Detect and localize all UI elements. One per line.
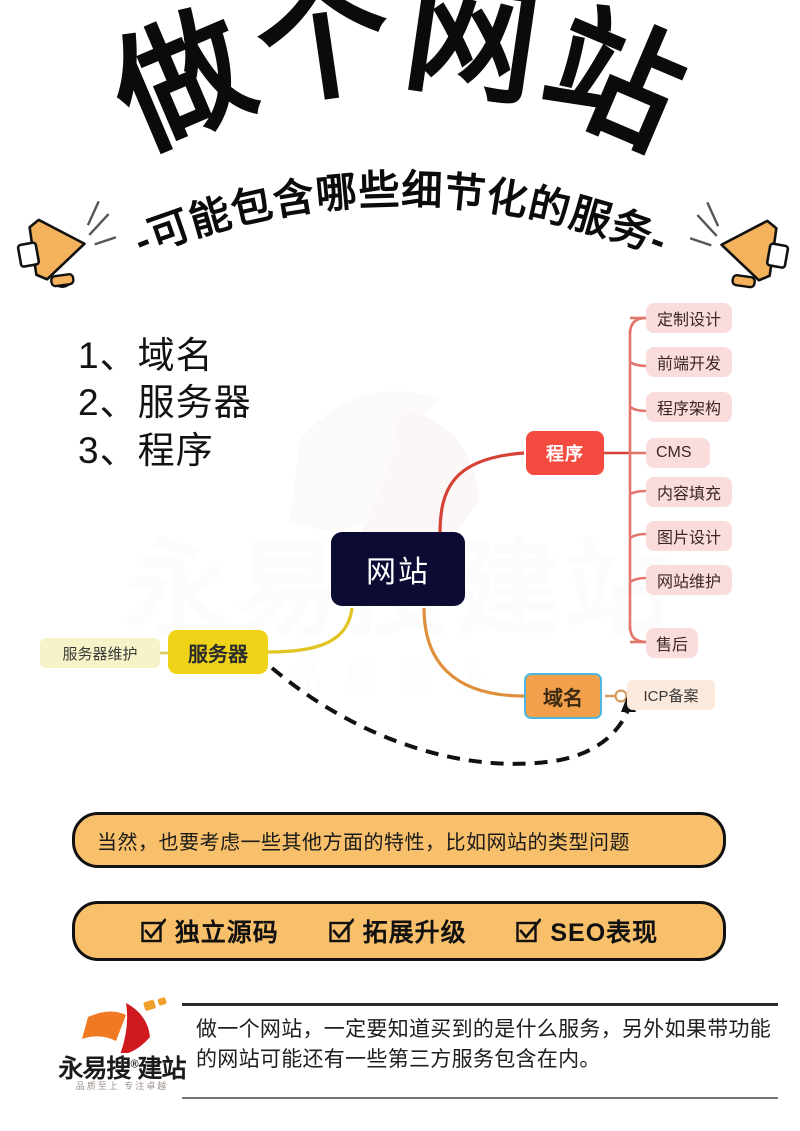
footer-divider-top <box>182 1003 778 1006</box>
mindmap-leaf-label: ICP备案 <box>643 687 699 705</box>
checkbox-checked-icon <box>141 918 166 943</box>
feature-item-1[interactable]: 独立源码 <box>140 913 279 949</box>
mindmap-leaf-label: CMS <box>656 444 692 461</box>
features-banner: 独立源码 拓展升级 SEO表现 <box>72 901 726 961</box>
mindmap-leaf-label: 图片设计 <box>656 530 721 547</box>
mindmap-root-node[interactable]: 网站 <box>331 532 465 606</box>
poster-header: 做个网站 -可能包含哪些细节化的服务- <box>0 0 800 300</box>
feature-item-2[interactable]: 拓展升级 <box>328 913 467 949</box>
mindmap-branch-domain[interactable]: 域名 <box>524 673 602 719</box>
brand-logo: 永易搜®建站 品质至上 专注卓越 <box>48 997 196 1093</box>
mindmap-root-label: 网站 <box>366 556 430 589</box>
mindmap-leaf[interactable]: 定制设计 <box>646 303 732 333</box>
svg-text:品质至上: 品质至上 <box>288 660 512 698</box>
list-item: 1、域名 <box>78 335 214 376</box>
mindmap-leaf-label: 售后 <box>655 637 688 654</box>
checkbox-checked-icon <box>516 918 542 943</box>
brand-name: 永易搜®建站 <box>48 1049 196 1085</box>
feature-item-3[interactable]: SEO表现 <box>515 913 658 949</box>
mindmap-leaf[interactable]: 内容填充 <box>646 477 732 507</box>
mindmap-leaf-label: 网站维护 <box>656 574 721 591</box>
list-item: 3、程序 <box>78 429 214 471</box>
brand-mark-icon <box>82 997 167 1055</box>
mindmap-leaf-label: 定制设计 <box>656 312 721 329</box>
poster-subtitle: -可能包含哪些细节化的服务- <box>128 167 675 264</box>
mindmap: 永易搜建站 品质至上 <box>0 290 800 790</box>
feature-label: 独立源码 <box>174 919 279 947</box>
poster-footer: 永易搜®建站 品质至上 专注卓越 做一个网站，一定要知道买到的是什么服务，另外如… <box>0 985 800 1115</box>
mindmap-leaf-label: 服务器维护 <box>62 645 138 663</box>
mindmap-leaf[interactable]: 前端开发 <box>646 347 732 377</box>
footer-text: 做一个网站，一定要知道买到的是什么服务，另外如果带功能的网站可能还有一些第三方服… <box>196 1018 772 1072</box>
mindmap-leaf-server-maintenance[interactable]: 服务器维护 <box>40 638 160 668</box>
mindmap-branch-label: 程序 <box>546 444 584 464</box>
mindmap-leaf[interactable]: 售后 <box>646 628 698 658</box>
brand-name-part2: 建站 <box>137 1055 187 1083</box>
poster-title: 做个网站 <box>92 0 708 176</box>
footer-divider-bottom <box>182 1097 778 1099</box>
feature-label: 拓展升级 <box>362 919 467 947</box>
mindmap-branch-label: 域名 <box>543 687 583 710</box>
mindmap-leaf[interactable]: 图片设计 <box>646 521 732 551</box>
list-item: 2、服务器 <box>78 382 252 424</box>
mindmap-leaf[interactable]: 程序架构 <box>646 392 732 422</box>
mindmap-branch-program[interactable]: 程序 <box>526 431 604 475</box>
note-banner-text: 当然，也要考虑一些其他方面的特性，比如网站的类型问题 <box>97 831 630 854</box>
megaphone-icon-right <box>690 201 790 289</box>
brand-name-part1: 永易搜 <box>58 1055 131 1083</box>
header-arc-graphics: 做个网站 -可能包含哪些细节化的服务- <box>92 0 708 264</box>
note-banner: 当然，也要考虑一些其他方面的特性，比如网站的类型问题 <box>72 812 726 868</box>
megaphone-icon-left <box>16 200 116 288</box>
brand-tagline: 品质至上 专注卓越 <box>75 1081 169 1091</box>
checkbox-checked-icon <box>328 918 354 943</box>
mindmap-branch-label: 服务器 <box>188 643 248 666</box>
mindmap-leaf-label: 前端开发 <box>656 356 721 373</box>
mindmap-leaf-label: 程序架构 <box>656 401 721 418</box>
mindmap-leaf-icp-filing[interactable]: ICP备案 <box>627 680 715 710</box>
registered-mark-icon: ® <box>130 1058 138 1071</box>
service-list: 1、域名 2、服务器 3、程序 <box>78 332 252 474</box>
feature-label: SEO表现 <box>550 919 659 947</box>
mindmap-leaf[interactable]: CMS <box>646 438 710 468</box>
mindmap-leaf[interactable]: 网站维护 <box>646 565 732 595</box>
mindmap-branch-server[interactable]: 服务器 <box>168 630 268 674</box>
mindmap-leaf-label: 内容填充 <box>656 486 721 503</box>
